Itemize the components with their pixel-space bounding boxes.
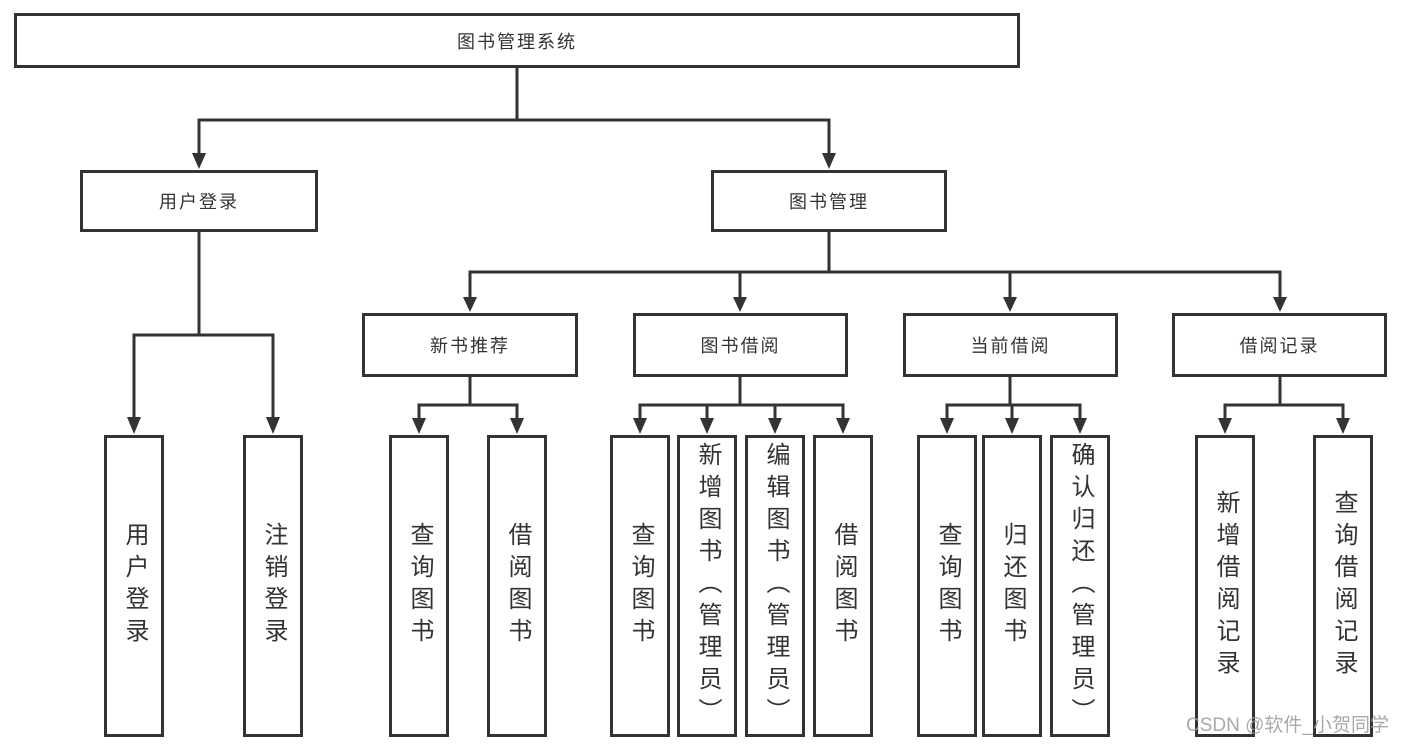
leaf-search-books-recommend: 查询图书 [389, 435, 449, 737]
node-root: 图书管理系统 [14, 13, 1020, 68]
node-book-management: 图书管理 [711, 170, 947, 232]
node-book-borrowing: 图书借阅 [633, 313, 848, 377]
connector-book-borrowing-branch [638, 377, 845, 419]
connector-new-book-branch [417, 377, 519, 419]
arrowheads [127, 153, 1350, 434]
leaf-add-borrow-record: 新增借阅记录 [1195, 435, 1255, 737]
leaf-search-borrow-record: 查询借阅记录 [1313, 435, 1373, 737]
leaf-search-books-current: 查询图书 [917, 435, 977, 737]
leaf-add-book-admin: 新增图书（管理员） [677, 435, 737, 737]
leaf-confirm-return-admin: 确认归还（管理员） [1050, 435, 1110, 737]
node-current-borrowing: 当前借阅 [903, 313, 1118, 377]
node-borrowing-records: 借阅记录 [1172, 313, 1387, 377]
leaf-user-login: 用户登录 [104, 435, 164, 737]
node-new-book-recommendation: 新书推荐 [362, 313, 578, 377]
node-user-login: 用户登录 [80, 170, 318, 232]
connector-current-borrowing-branch [945, 377, 1082, 419]
leaf-return-book: 归还图书 [982, 435, 1042, 737]
leaf-borrow-books-borrowing: 借阅图书 [813, 435, 873, 737]
connector-borrow-records-branch [1223, 377, 1345, 419]
connector-root-to-level2 [197, 68, 831, 154]
leaf-edit-book-admin: 编辑图书（管理员） [745, 435, 805, 737]
leaf-logout: 注销登录 [243, 435, 303, 737]
leaf-search-books-borrowing: 查询图书 [610, 435, 670, 737]
connector-user-login-branch [132, 232, 275, 419]
connector-book-management-branch [468, 232, 1282, 298]
leaf-borrow-books-recommend: 借阅图书 [487, 435, 547, 737]
csdn-watermark: CSDN @软件_小贺同学 [1186, 715, 1389, 736]
